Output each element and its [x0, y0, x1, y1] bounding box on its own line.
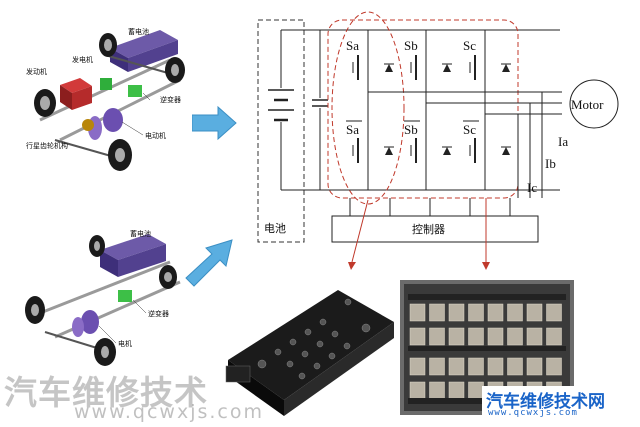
- site-logo: 汽车维修技术网 www.qcwxjs.com: [482, 386, 634, 422]
- semiconductor-die: [468, 303, 484, 322]
- controller-label: 控制器: [412, 222, 445, 236]
- current-ic: Ic: [527, 180, 537, 195]
- semiconductor-die: [487, 327, 504, 346]
- phase-leg-c: [469, 30, 511, 190]
- switch-sb-bottom: Sb: [404, 122, 418, 137]
- wheel: [99, 33, 117, 57]
- wheel: [165, 57, 185, 83]
- motor-block: [103, 108, 123, 132]
- semiconductor-die: [526, 357, 543, 376]
- battery-label: 电池: [264, 222, 286, 235]
- semiconductor-die: [448, 303, 465, 322]
- site-logo-name: 汽车维修技术网: [486, 392, 605, 412]
- wheel: [94, 338, 116, 366]
- semiconductor-die: [546, 327, 562, 346]
- battery-block: [100, 234, 166, 277]
- arrow-up-right-icon: [185, 239, 233, 287]
- semiconductor-die: [429, 303, 445, 322]
- semiconductor-die: [448, 357, 465, 376]
- generator-block: [100, 78, 112, 90]
- semiconductor-die: [448, 381, 465, 400]
- semiconductor-die: [429, 381, 445, 400]
- igbt-module-photo: [225, 290, 394, 416]
- switch-sc-top: Sc: [463, 38, 476, 53]
- label-inverter: 逆变器: [160, 95, 181, 104]
- current-ib: Ib: [545, 156, 556, 171]
- semiconductor-die: [526, 327, 543, 346]
- phase-leg-a: [352, 30, 394, 190]
- semiconductor-die: [409, 381, 426, 400]
- switch-sa-top: Sa: [346, 38, 359, 53]
- wheel: [159, 265, 177, 289]
- label-motor: 电动机: [145, 131, 166, 140]
- label-battery: 蓄电池: [130, 229, 151, 238]
- phase-a-outline: [331, 11, 405, 205]
- semiconductor-die: [429, 327, 445, 346]
- phase-leg-b: [410, 30, 452, 190]
- label-planetary-gear: 行星齿轮机构: [26, 141, 68, 150]
- label-battery: 蓄电池: [128, 27, 149, 36]
- site-logo-url: www.qcwxjs.com: [488, 408, 578, 418]
- semiconductor-die: [429, 357, 445, 376]
- label-generator: 发电机: [72, 55, 93, 64]
- engine-block: [60, 78, 92, 110]
- battery-dashed-box: [257, 19, 305, 243]
- controller-box: [331, 215, 539, 243]
- label-inverter: 逆变器: [148, 309, 169, 318]
- current-ia: Ia: [558, 134, 568, 149]
- semiconductor-die: [546, 303, 562, 322]
- semiconductor-die: [409, 327, 426, 346]
- pointer-arrowhead: [348, 262, 356, 270]
- semiconductor-die: [448, 327, 465, 346]
- wheel: [34, 89, 56, 117]
- motor-block: [81, 310, 99, 334]
- inverter-block: [128, 85, 142, 97]
- switch-bridge-outline: [327, 19, 519, 199]
- wheel: [89, 235, 105, 257]
- label-engine: 发动机: [26, 67, 47, 76]
- semiconductor-die: [487, 357, 504, 376]
- inverter-circuit-diagram: 电池: [257, 11, 619, 270]
- hybrid-drivetrain-illustration-top: 蓄电池 发电机 发动机 逆变器 电动机 行星齿轮机构: [0, 0, 200, 205]
- semiconductor-die: [507, 303, 523, 322]
- motor-symbol: [569, 79, 619, 129]
- ev-drivetrain-illustration-bottom: 蓄电池 逆变器 电机: [25, 229, 181, 366]
- semiconductor-die: [507, 327, 523, 346]
- arrow-right-icon: [192, 105, 237, 141]
- label-motor: 电机: [118, 339, 132, 348]
- switch-sc-bottom: Sc: [463, 122, 476, 137]
- semiconductor-die: [468, 327, 484, 346]
- switch-sb-top: Sb: [404, 38, 418, 53]
- semiconductor-die: [526, 303, 543, 322]
- planetary-gear: [82, 119, 94, 131]
- switch-sa-bottom: Sa: [346, 122, 359, 137]
- inverter-block: [118, 290, 132, 302]
- wheel: [25, 296, 45, 324]
- motor-label: Motor: [571, 97, 604, 112]
- semiconductor-die: [409, 357, 426, 376]
- semiconductor-die: [507, 357, 523, 376]
- semiconductor-die: [409, 303, 426, 322]
- semiconductor-die: [468, 357, 484, 376]
- pointer-arrowhead: [482, 262, 490, 270]
- watermark-url: www.qcwxjs.com: [74, 401, 265, 423]
- semiconductor-die: [487, 303, 504, 322]
- semiconductor-die: [546, 357, 562, 376]
- wheel: [108, 139, 132, 171]
- watermark-text: 汽车维修技术: [4, 373, 208, 412]
